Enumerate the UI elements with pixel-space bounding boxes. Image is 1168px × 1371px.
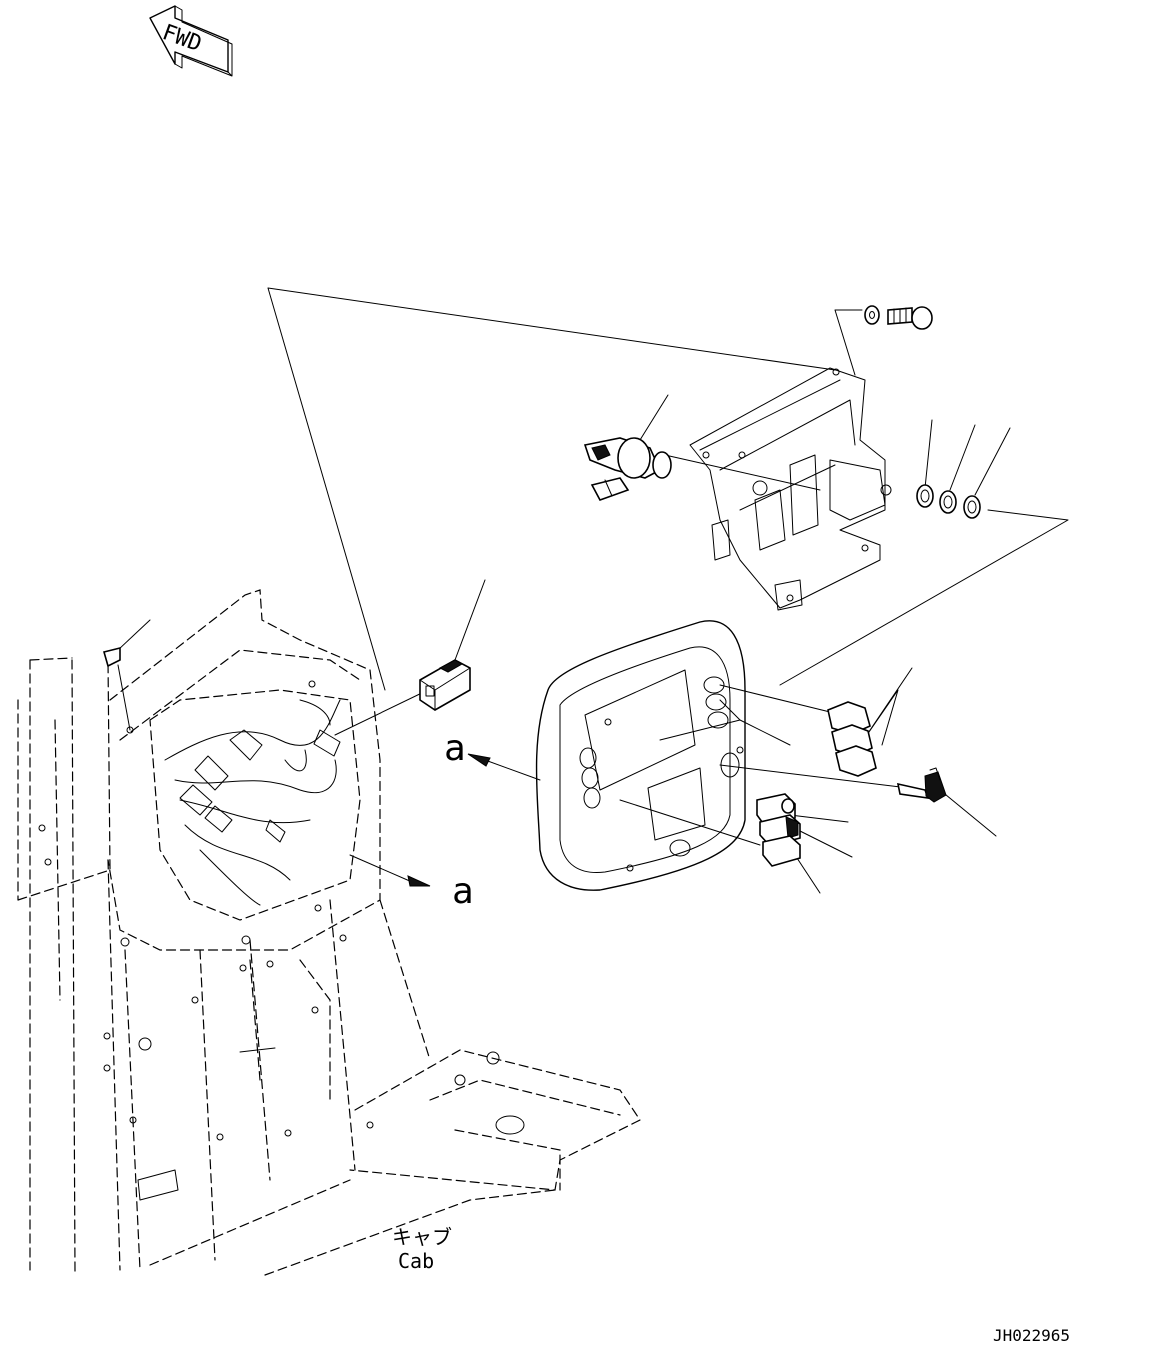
view-arrow-left (467, 753, 541, 781)
leader-lines (267, 287, 1069, 846)
fwd-direction-arrow-icon: FWD (149, 5, 233, 77)
fwd-label: FWD (159, 20, 205, 57)
view-label-right: a (452, 871, 474, 912)
key-switch-part (583, 437, 672, 501)
bolt-part (103, 646, 121, 668)
callout-lines (117, 394, 1011, 894)
view-arrow-right (349, 854, 431, 887)
cab-label-en: Cab (398, 1249, 434, 1273)
mounting-bracket-part (689, 367, 892, 611)
switch-module-parts (756, 793, 801, 867)
hardware-set-part (864, 305, 933, 330)
view-label-left: a (444, 728, 466, 769)
cab-label-jp: キャブ (392, 1225, 452, 1249)
ring-parts (916, 484, 981, 519)
cab-structure (17, 589, 641, 1276)
key-part (896, 767, 947, 803)
wiring-harness (164, 699, 341, 906)
drawing-number: JH022965 (993, 1326, 1070, 1345)
switch-panel-part (535, 620, 746, 891)
rocker-switch-parts (827, 701, 877, 777)
connector-part (419, 659, 471, 711)
